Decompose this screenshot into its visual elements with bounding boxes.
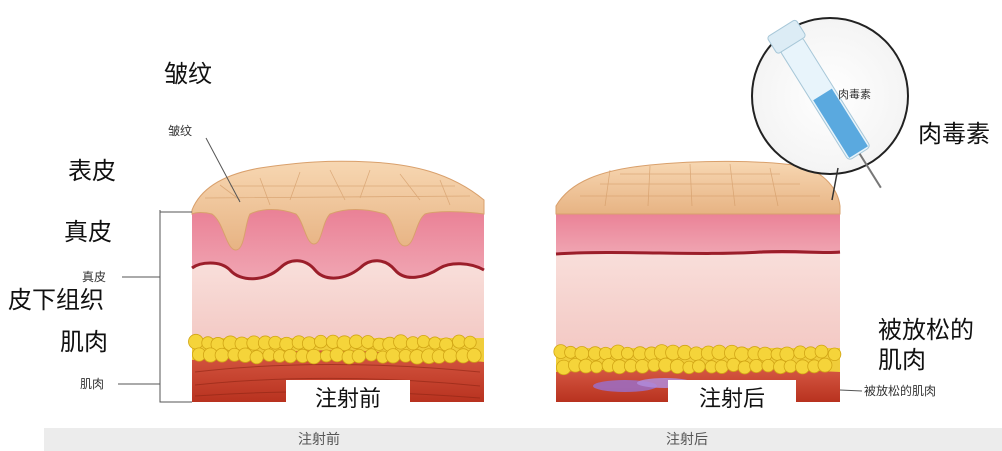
- fat-globule: [670, 359, 684, 373]
- fat-globule: [250, 350, 263, 363]
- fat-globule: [750, 359, 763, 372]
- label-botox: 肉毒素: [918, 120, 990, 148]
- fat-globule: [307, 349, 322, 364]
- label-relaxed-muscle-line2: 肌肉: [878, 346, 926, 374]
- before-caption-box: 注射前: [286, 380, 410, 424]
- fat-globule: [314, 335, 327, 348]
- fat-globule: [302, 337, 316, 351]
- fat-globule: [361, 335, 374, 348]
- fat-globule: [467, 348, 481, 362]
- fat-globule: [758, 347, 772, 361]
- label-botox-syringe: 肉毒素: [838, 88, 871, 102]
- fat-globule: [762, 359, 775, 372]
- fat-globule: [394, 335, 408, 349]
- fat-globule: [715, 360, 728, 373]
- label-dermis-small: 真皮: [82, 270, 106, 284]
- label-epidermis: 表皮: [68, 157, 116, 185]
- label-muscle-small: 肌肉: [80, 377, 104, 391]
- fat-globule: [429, 337, 441, 349]
- label-relaxed-muscle-small: 被放松的肌肉: [864, 384, 936, 398]
- fat-globule: [828, 348, 841, 361]
- label-subcutaneous: 皮下组织: [8, 286, 104, 314]
- fat-globule: [330, 348, 344, 362]
- label-dermis-big: 真皮: [64, 218, 112, 246]
- bottom-caption-bar: [44, 428, 1002, 451]
- fat-globule: [815, 345, 828, 358]
- fat-globule: [365, 349, 377, 361]
- fat-globule: [784, 360, 797, 373]
- fat-globule: [280, 337, 294, 351]
- fat-globule: [215, 348, 229, 362]
- fat-globule: [464, 336, 476, 348]
- after-caption-box: 注射后: [668, 380, 796, 424]
- bottom-label-after: 注射后: [666, 429, 708, 449]
- fat-globule: [417, 335, 429, 347]
- fat-globule: [590, 361, 602, 373]
- label-muscle-big: 肌肉: [60, 328, 108, 356]
- fat-globule: [621, 347, 633, 359]
- fat-globule: [386, 349, 400, 363]
- fat-globule: [188, 334, 203, 349]
- fat-globule: [818, 358, 832, 372]
- fat-globule: [692, 360, 705, 373]
- label-relaxed-muscle-line1: 被放松的: [878, 316, 974, 344]
- fat-globule: [599, 347, 612, 360]
- fat-globule: [284, 349, 297, 362]
- fat-globule: [738, 361, 751, 374]
- fat-globule: [352, 349, 366, 363]
- label-wrinkle-small: 皱纹: [168, 124, 192, 138]
- fat-globule: [452, 335, 465, 348]
- bottom-label-before: 注射前: [298, 429, 340, 449]
- fat-globule: [780, 347, 794, 361]
- fat-globule: [635, 359, 649, 373]
- fat-globule: [443, 349, 457, 363]
- label-wrinkle-big: 皱纹: [164, 60, 212, 88]
